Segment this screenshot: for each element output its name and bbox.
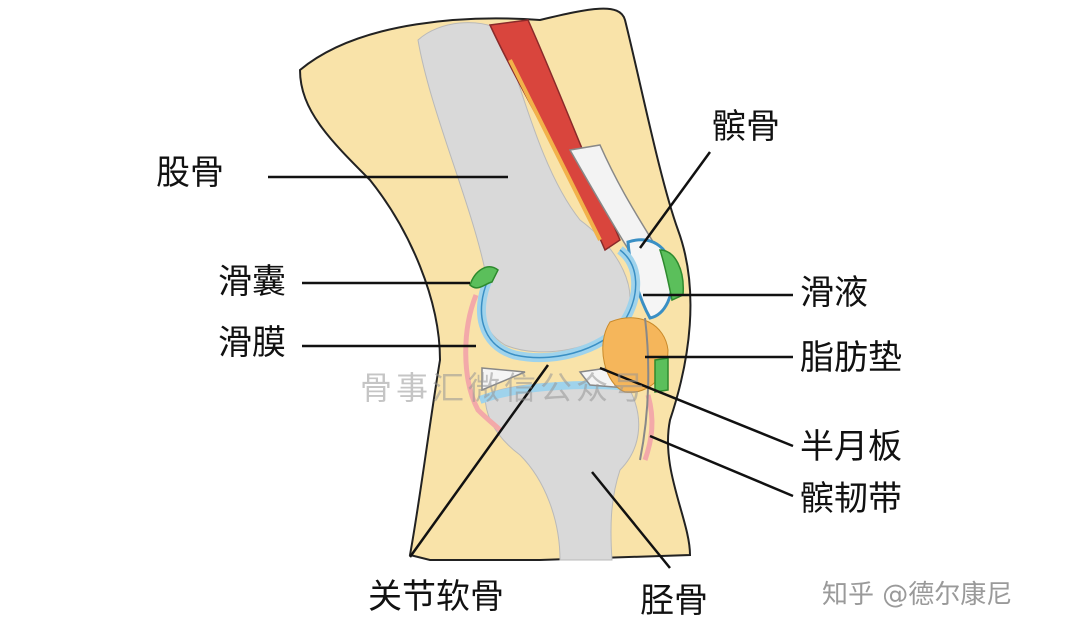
author-credit: 知乎 @德尔康尼 xyxy=(822,580,1013,610)
leader-patellar-ligament xyxy=(649,434,794,498)
label-tibia: 胫骨 xyxy=(640,581,708,621)
leader-patella xyxy=(638,151,712,249)
label-synovial-fluid: 滑液 xyxy=(800,273,868,313)
bursa-front xyxy=(658,249,684,302)
label-patellar-ligament: 髌韧带 xyxy=(800,479,902,519)
leader-cartilage xyxy=(408,364,550,558)
bursa-back xyxy=(469,266,499,289)
label-femur: 股骨 xyxy=(156,153,224,193)
tendon-stripe xyxy=(508,59,602,241)
bursa-lower xyxy=(654,357,669,393)
synovium-back xyxy=(463,294,502,432)
label-cartilage: 关节软骨 xyxy=(368,577,504,617)
meniscus-back xyxy=(481,367,526,392)
label-bursa: 滑囊 xyxy=(218,262,286,302)
synovium-front xyxy=(642,394,655,461)
leader-meniscus xyxy=(599,366,794,448)
femur-cartilage-outline xyxy=(480,249,637,359)
label-fat-pad: 脂肪垫 xyxy=(800,338,902,378)
label-patella: 髌骨 xyxy=(712,107,780,147)
leader-tibia xyxy=(591,471,671,569)
label-synovium: 滑膜 xyxy=(218,323,286,363)
patellar-ligament xyxy=(639,317,650,461)
watermark: 骨事汇微信公众号 xyxy=(360,369,649,407)
label-meniscus: 半月板 xyxy=(800,427,902,467)
